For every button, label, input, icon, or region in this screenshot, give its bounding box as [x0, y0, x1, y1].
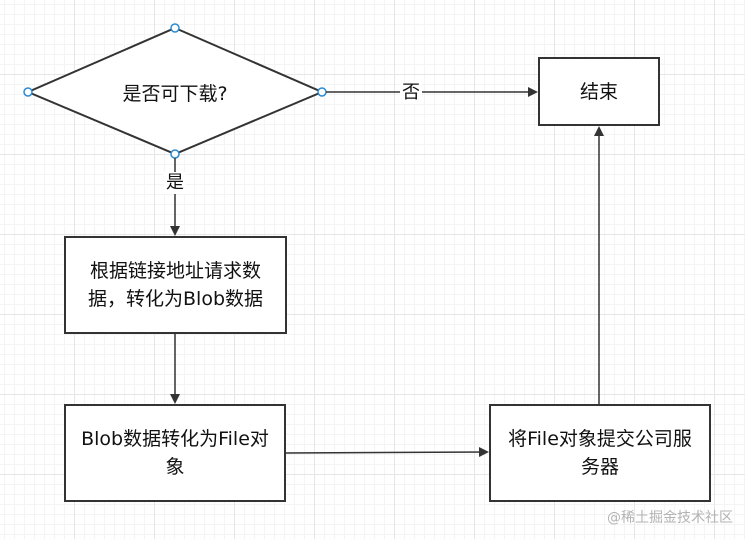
step-blob-to-file[interactable]: Blob数据转化为File对象 — [64, 404, 286, 502]
edge-step2-to-step3 — [285, 447, 489, 458]
end-node-label: 结束 — [579, 80, 618, 103]
handle-bottom[interactable] — [170, 149, 180, 159]
step-submit-server-label: 将File对象提交公司服务器 — [508, 428, 692, 478]
end-node[interactable]: 结束 — [538, 57, 660, 126]
step-request-blob-label: 根据链接地址请求数据，转化为Blob数据 — [88, 260, 263, 310]
edge-label-no: 否 — [400, 82, 422, 104]
step-blob-to-file-label: Blob数据转化为File对象 — [81, 428, 269, 478]
edge-label-yes: 是 — [164, 172, 186, 194]
handle-top[interactable] — [170, 23, 180, 33]
step-submit-server[interactable]: 将File对象提交公司服务器 — [489, 404, 711, 502]
handle-left[interactable] — [23, 87, 33, 97]
decision-label: 是否可下载? — [122, 82, 228, 105]
step-request-blob[interactable]: 根据链接地址请求数据，转化为Blob数据 — [64, 236, 287, 334]
watermark: @稀土掘金技术社区 — [607, 510, 733, 526]
